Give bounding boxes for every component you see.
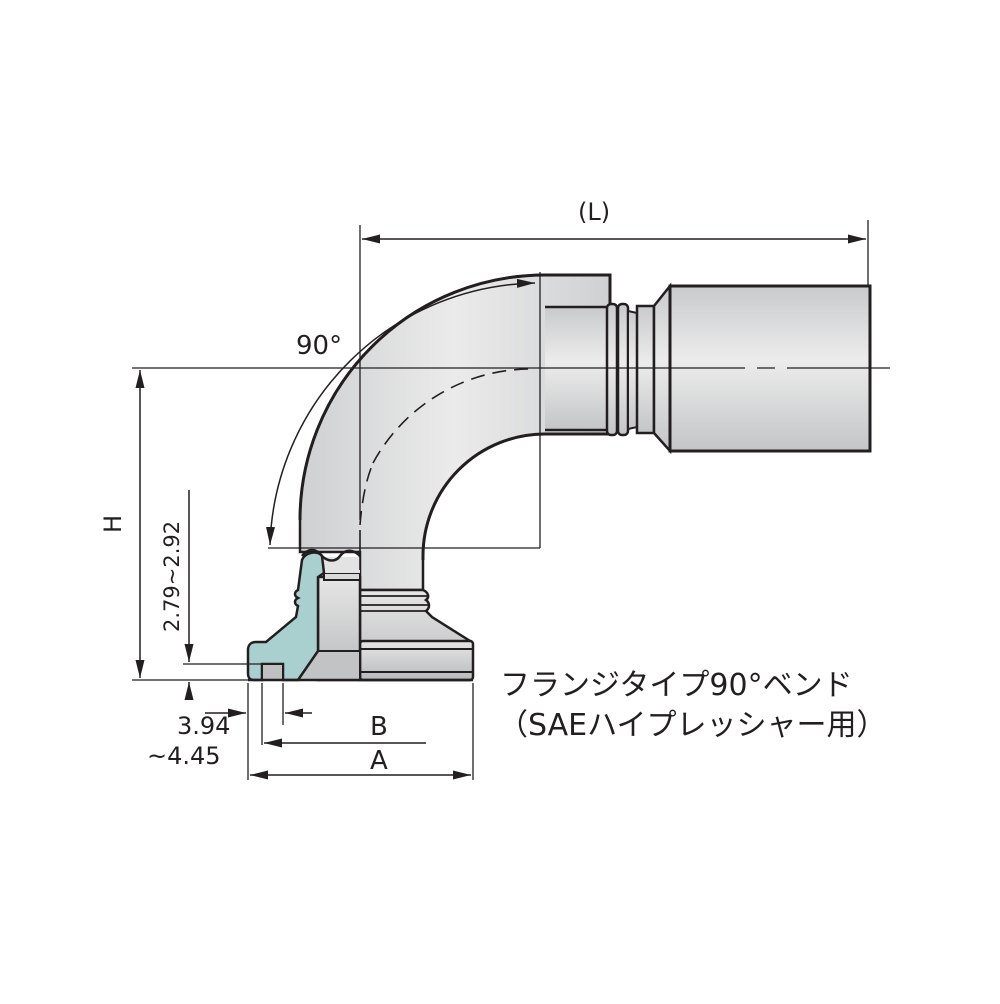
dim-thickness-label: 2.79~2.92: [160, 520, 184, 632]
angle-label: 90°: [296, 331, 343, 361]
dimension-arrows: [135, 234, 866, 780]
dim-H-label: H: [99, 514, 128, 534]
angle-arc-arrow: [266, 278, 536, 546]
dim-slot-label-line1: 3.94: [177, 712, 231, 740]
flange-section: [246, 548, 475, 682]
caption-subtitle: （SAEハイプレッシャー用）: [498, 708, 887, 743]
dim-L-label: (L): [578, 198, 611, 226]
dim-B-label: B: [370, 712, 388, 742]
dim-slot-label-line2: ~4.45: [147, 742, 221, 770]
dim-A-label: A: [370, 746, 388, 776]
caption-title: フランジタイプ90°ベンド: [500, 668, 853, 703]
